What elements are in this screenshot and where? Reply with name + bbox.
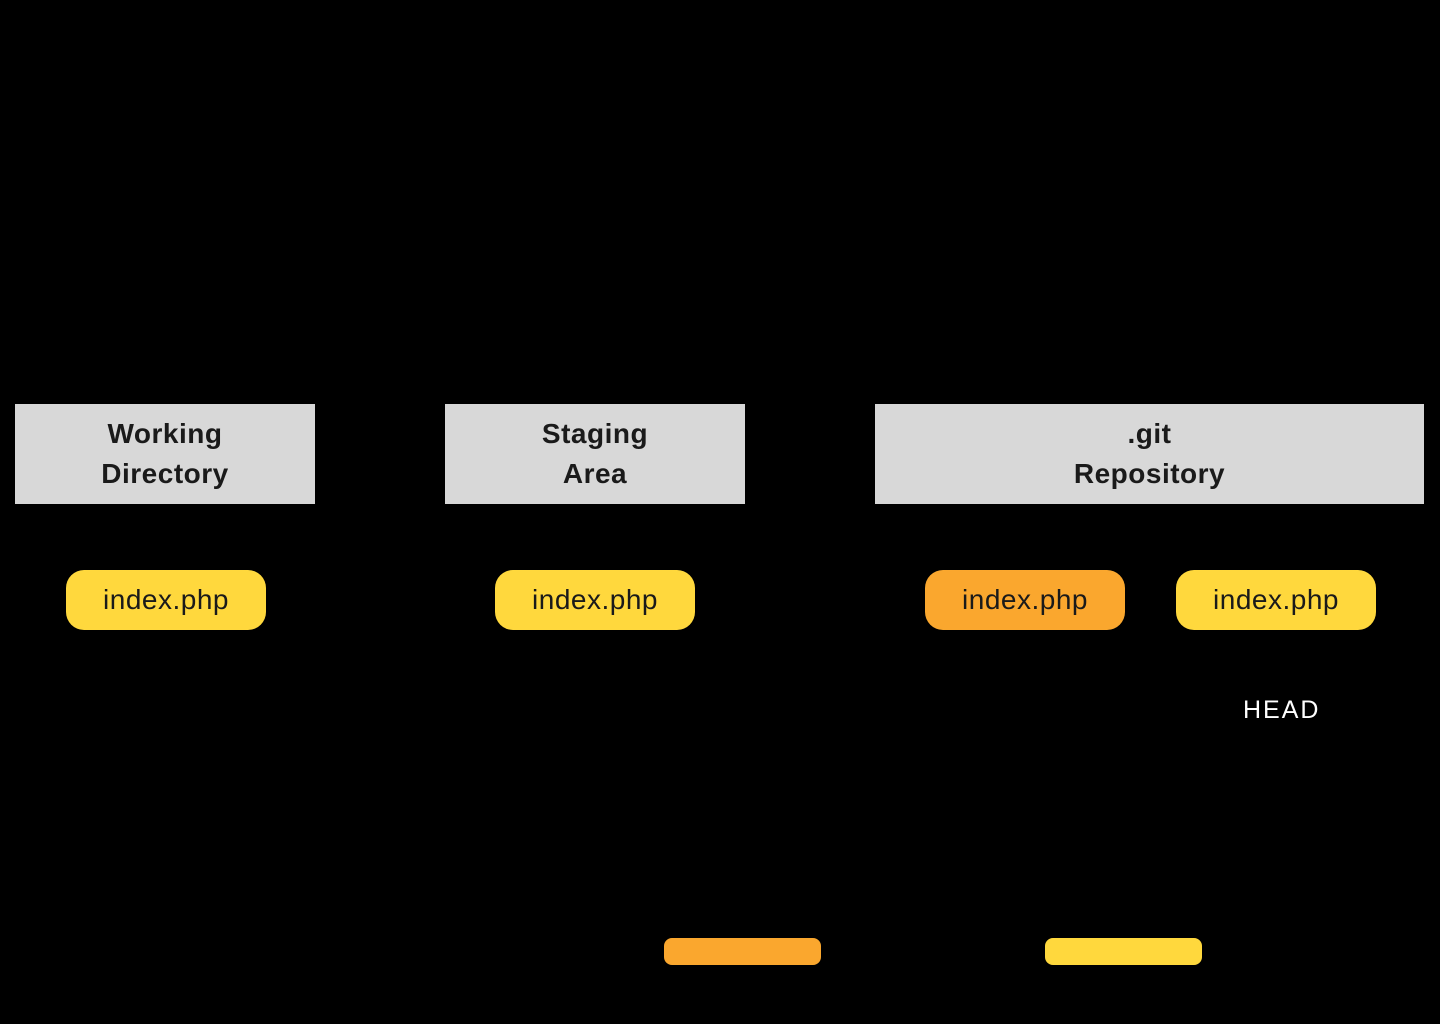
git-repository-title-line1: .git	[1127, 418, 1172, 449]
working-directory-title-line2: Directory	[101, 458, 229, 489]
file-chip-label: index.php	[103, 584, 229, 615]
working-directory-header: Working Directory	[15, 404, 315, 504]
head-label: HEAD	[1243, 696, 1321, 724]
file-chip-working-directory: index.php	[66, 570, 266, 630]
staging-area-header: Staging Area	[445, 404, 745, 504]
git-repository-title-line2: Repository	[1073, 458, 1226, 489]
file-chip-repository-committed: index.php	[1176, 570, 1376, 630]
file-chip-label: index.php	[532, 584, 658, 615]
working-directory-title-line1: Working	[107, 418, 223, 449]
file-chip-label: index.php	[962, 584, 1088, 615]
legend-orange-swatch	[664, 938, 821, 965]
file-chip-repository-staged: index.php	[925, 570, 1125, 630]
git-repository-header: .git Repository	[875, 404, 1424, 504]
legend-yellow-swatch	[1045, 938, 1202, 965]
staging-area-title-line2: Area	[562, 458, 628, 489]
file-chip-staging-area: index.php	[495, 570, 695, 630]
file-chip-label: index.php	[1213, 584, 1339, 615]
staging-area-title-line1: Staging	[541, 418, 649, 449]
